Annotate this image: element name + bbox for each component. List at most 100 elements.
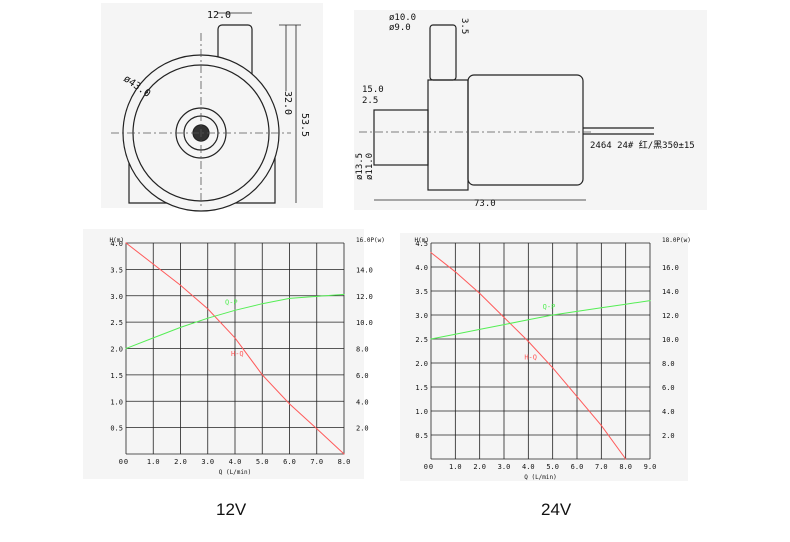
y-axis-label: H(m) <box>110 237 124 244</box>
data-point-q-p <box>316 295 318 298</box>
data-point-q-p <box>576 310 578 312</box>
data-point-q-p <box>552 314 554 316</box>
data-point-q-p <box>288 297 291 299</box>
data-point-q-p <box>454 333 456 335</box>
front-view-svg: 12.0 ø43.0 32.0 53.5 <box>111 10 310 212</box>
y2-tick-label: 2.0 <box>356 425 369 433</box>
y2-tick-label: 12.0 <box>356 293 373 301</box>
y-tick-label: 2.5 <box>110 319 123 327</box>
x-tick-label: 5.0 <box>546 463 559 471</box>
data-point-h-q <box>125 242 127 244</box>
y-tick-label: 3.0 <box>110 293 123 301</box>
x-origin-label: 0 <box>424 463 428 471</box>
data-point-h-q <box>600 424 602 426</box>
data-point-q-p <box>125 347 127 350</box>
data-point-q-p <box>649 300 651 302</box>
dim-top: 3.5 <box>459 18 469 34</box>
y-tick-label: 1.0 <box>110 398 123 406</box>
y-tick-label: 3.5 <box>415 288 428 296</box>
y2-axis-label: 18.0P(w) <box>662 237 691 244</box>
x-tick-label: 4.0 <box>522 463 535 471</box>
x-tick-label: 9.0 <box>644 463 657 471</box>
x-tick-label: 5.0 <box>256 458 269 466</box>
data-point-h-q <box>454 271 456 273</box>
data-point-h-q <box>527 340 529 342</box>
x-tick-label: 3.0 <box>498 463 511 471</box>
y-tick-label: 3.5 <box>110 266 123 274</box>
x-tick-label: 7.0 <box>595 463 608 471</box>
dim-d1: ø10.0 <box>389 13 416 23</box>
y2-tick-label: 2.0 <box>662 432 675 440</box>
data-point-h-q <box>503 316 505 318</box>
dim-length: 73.0 <box>474 199 496 209</box>
dim-height-2: 53.5 <box>299 113 310 137</box>
x-tick-label: 2.0 <box>174 458 187 466</box>
series-label-h-q: H-Q <box>231 350 244 358</box>
data-point-q-p <box>600 307 602 309</box>
y2-tick-label: 8.0 <box>356 346 369 354</box>
x-origin-label: 0 <box>119 458 123 466</box>
x-tick-label: 1.0 <box>449 463 462 471</box>
y2-axis-label: 16.0P(w) <box>356 237 385 244</box>
y-tick-label: 1.5 <box>415 384 428 392</box>
y-axis-label: H(m) <box>415 237 429 244</box>
pump-head <box>427 79 469 191</box>
y2-tick-label: 10.0 <box>662 336 679 344</box>
dim-outlet-width: 12.0 <box>207 10 231 21</box>
dim-d3: ø13.5 <box>355 153 365 180</box>
y2-tick-label: 8.0 <box>662 360 675 368</box>
x-tick-label: 0 <box>429 463 433 471</box>
data-point-q-p <box>261 303 263 305</box>
x-tick-label: 3.0 <box>201 458 214 466</box>
y2-tick-label: 4.0 <box>662 408 675 416</box>
data-point-h-q <box>261 374 263 376</box>
x-tick-label: 1.0 <box>147 458 160 466</box>
data-point-q-p <box>625 303 627 305</box>
dim-height-1: 32.0 <box>282 91 293 115</box>
data-point-h-q <box>234 337 236 339</box>
chart-title-24v: 24V <box>541 500 572 519</box>
y2-tick-label: 14.0 <box>356 266 373 274</box>
x-tick-label: 6.0 <box>571 463 584 471</box>
x-axis-label: Q (L/min) <box>219 469 252 476</box>
data-point-h-q <box>288 403 291 405</box>
x-tick-label: 0 <box>124 458 128 466</box>
y-tick-label: 3.0 <box>415 312 428 320</box>
chart-title-12v: 12V <box>216 500 247 519</box>
dim-l1: 15.0 <box>362 85 384 95</box>
series-label-q-p: Q-P <box>543 303 556 311</box>
x-tick-label: 4.0 <box>229 458 242 466</box>
data-point-q-p <box>527 319 529 321</box>
pump-side-view-drawing: ø10.0 ø9.0 3.5 15.0 2.5 ø13.5 ø11.0 73.0… <box>354 10 707 210</box>
data-point-q-p <box>234 309 236 311</box>
data-point-q-p <box>503 324 505 326</box>
x-tick-label: 2.0 <box>473 463 486 471</box>
data-point-h-q <box>152 263 154 265</box>
motor-body <box>467 74 584 186</box>
x-tick-label: 8.0 <box>338 458 351 466</box>
side-view-svg: ø10.0 ø9.0 3.5 15.0 2.5 ø13.5 ø11.0 73.0… <box>355 13 695 209</box>
data-point-q-p <box>479 328 481 330</box>
data-point-q-p <box>152 337 154 339</box>
y2-tick-label: 4.0 <box>356 398 369 406</box>
data-point-h-q <box>430 252 432 254</box>
data-point-h-q <box>552 367 554 369</box>
y-tick-label: 4.0 <box>415 264 428 272</box>
y-tick-label: 2.0 <box>415 360 428 368</box>
x-axis-label: Q (L/min) <box>524 474 557 481</box>
y-tick-label: 4.5 <box>415 240 428 248</box>
y-tick-label: 0.5 <box>110 425 123 433</box>
y2-tick-label: 6.0 <box>662 384 675 392</box>
dim-d2: ø9.0 <box>389 23 411 33</box>
data-point-h-q <box>316 428 318 430</box>
y2-tick-label: 14.0 <box>662 288 679 296</box>
y2-tick-label: 16.0 <box>662 264 679 272</box>
series-line-q-p <box>430 300 651 340</box>
dim-l2: 2.5 <box>362 96 378 106</box>
data-point-h-q <box>179 284 182 286</box>
data-point-h-q <box>576 396 578 398</box>
